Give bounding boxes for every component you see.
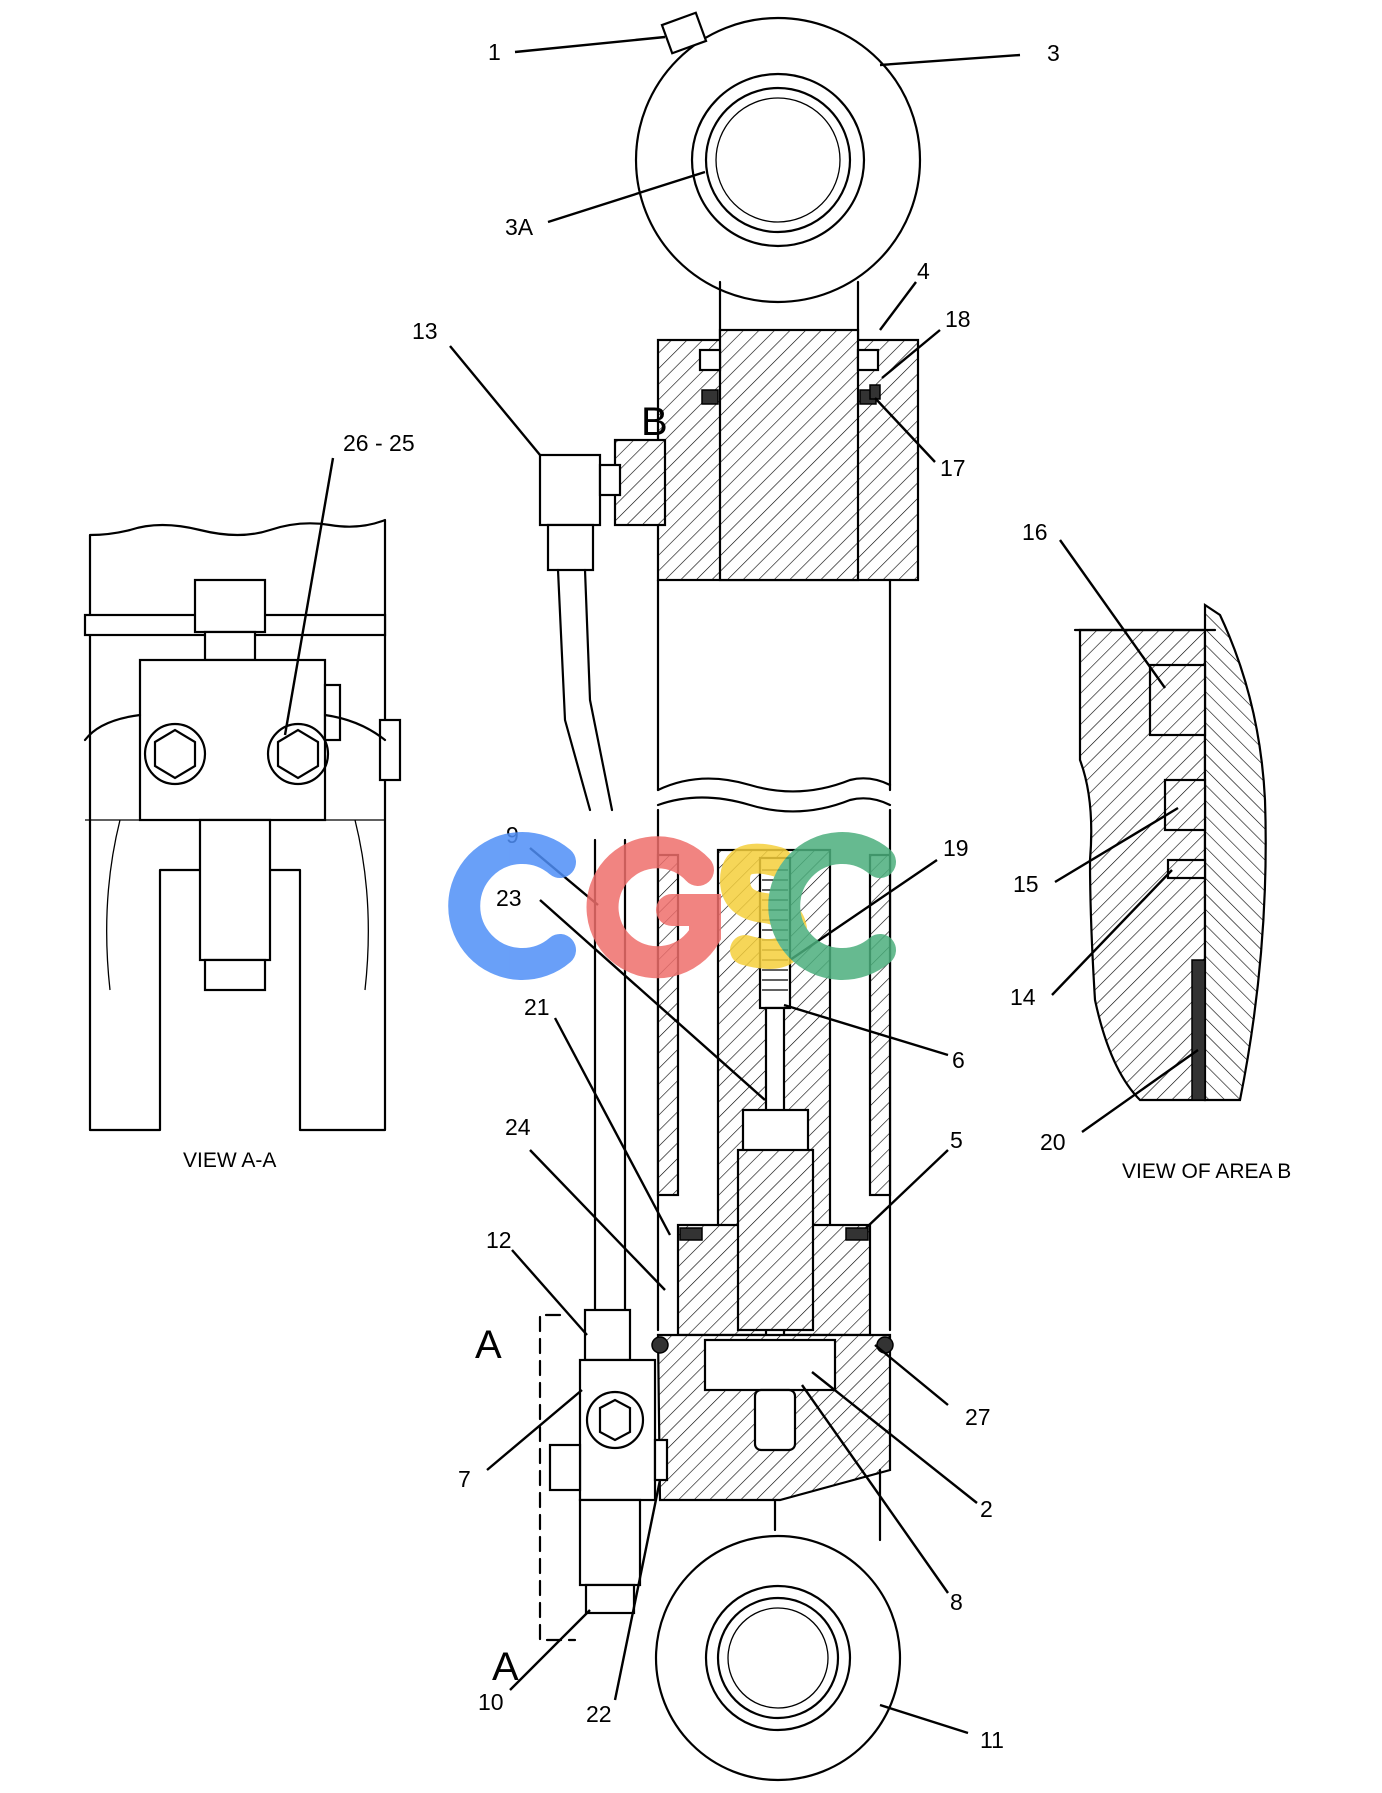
aa-hex-bolt-left (153, 728, 197, 780)
cgsc-watermark-logo (448, 832, 896, 980)
callout-15: 15 (1013, 871, 1039, 897)
section-a-line (538, 1313, 577, 1642)
callout-27: 27 (965, 1404, 991, 1430)
aa-port (198, 818, 272, 962)
callout-11: 11 (980, 1727, 1004, 1753)
aa-fitting (203, 630, 257, 662)
callout-4: 4 (917, 258, 930, 284)
callout-8: 8 (950, 1589, 963, 1615)
leader-lines (283, 35, 1199, 1735)
piston-rod (718, 328, 860, 582)
view-area-b (1073, 602, 1267, 1102)
port-10 (578, 1498, 642, 1587)
aa-nut (193, 578, 267, 634)
aa-hex-bolt-right (276, 728, 320, 780)
callout-24: 24 (505, 1114, 531, 1140)
callout-12: 12 (486, 1227, 512, 1253)
fitting-12 (583, 1308, 632, 1362)
callout-3a: 3A (505, 214, 534, 240)
callout-23: 23 (496, 885, 522, 911)
caption-view-aa: VIEW A-A (183, 1149, 276, 1172)
callout-14: 14 (1010, 984, 1036, 1010)
callout-5: 5 (950, 1127, 963, 1153)
callout-22: 22 (586, 1701, 612, 1727)
callout-18: 18 (945, 306, 971, 332)
callout-17: 17 (940, 455, 966, 481)
seal-15 (1163, 778, 1207, 832)
section-mark-a-top: A (475, 1323, 502, 1367)
cylinder-assembly (538, 11, 922, 1782)
ring-14 (1166, 858, 1207, 880)
fitting-13 (538, 453, 602, 527)
section-mark-b: B (641, 400, 668, 444)
callout-7: 7 (458, 1466, 471, 1492)
rod-eye-3 (634, 16, 922, 304)
callout-2: 2 (980, 1496, 993, 1522)
bearing-20 (1191, 959, 1206, 1101)
callout-3: 3 (1047, 40, 1060, 66)
callout-6: 6 (952, 1047, 965, 1073)
view-aa (83, 518, 402, 1132)
barrel-wall-right (868, 853, 892, 1197)
wiper-16 (1148, 663, 1207, 737)
base-eye-11 (654, 1534, 902, 1782)
grease-fitting-1 (660, 11, 708, 55)
callout-21: 21 (524, 994, 550, 1020)
area-b-rod (1203, 602, 1267, 1102)
callout-16: 16 (1022, 519, 1048, 545)
callout-10: 10 (478, 1689, 504, 1715)
callout-13: 13 (412, 318, 438, 344)
callout-19: 19 (943, 835, 969, 861)
section-mark-a-bottom: A (492, 1645, 519, 1689)
callout-1: 1 (488, 39, 501, 65)
callout-20: 20 (1040, 1129, 1066, 1155)
callout-26-25: 26 - 25 (343, 430, 415, 456)
caption-view-area-b: VIEW OF AREA B (1122, 1160, 1291, 1183)
